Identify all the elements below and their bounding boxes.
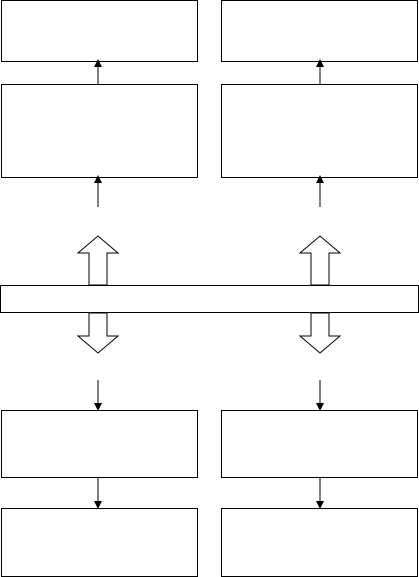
arrow-up-right-1 — [316, 59, 324, 84]
bus-bar — [0, 285, 419, 313]
box-top-left — [1, 0, 198, 62]
box-bottom-left — [1, 508, 198, 577]
box-top-right — [221, 0, 418, 62]
box-upper-left — [1, 84, 198, 178]
box-bottom-right — [221, 508, 418, 577]
arrow-down-left-1 — [94, 380, 102, 411]
arrow-up-left-2 — [94, 175, 102, 207]
box-lower-left — [1, 410, 198, 478]
block-arrow-up-right — [298, 235, 342, 286]
arrow-down-left-2 — [94, 478, 102, 509]
box-upper-right — [221, 84, 418, 178]
block-arrow-up-left — [76, 235, 120, 286]
block-arrow-down-left — [76, 312, 120, 354]
box-lower-right — [221, 410, 418, 478]
arrow-down-right-1 — [316, 380, 324, 411]
arrow-up-right-2 — [316, 175, 324, 207]
arrow-up-left-1 — [94, 59, 102, 84]
block-arrow-down-right — [298, 312, 342, 354]
arrow-down-right-2 — [316, 478, 324, 509]
